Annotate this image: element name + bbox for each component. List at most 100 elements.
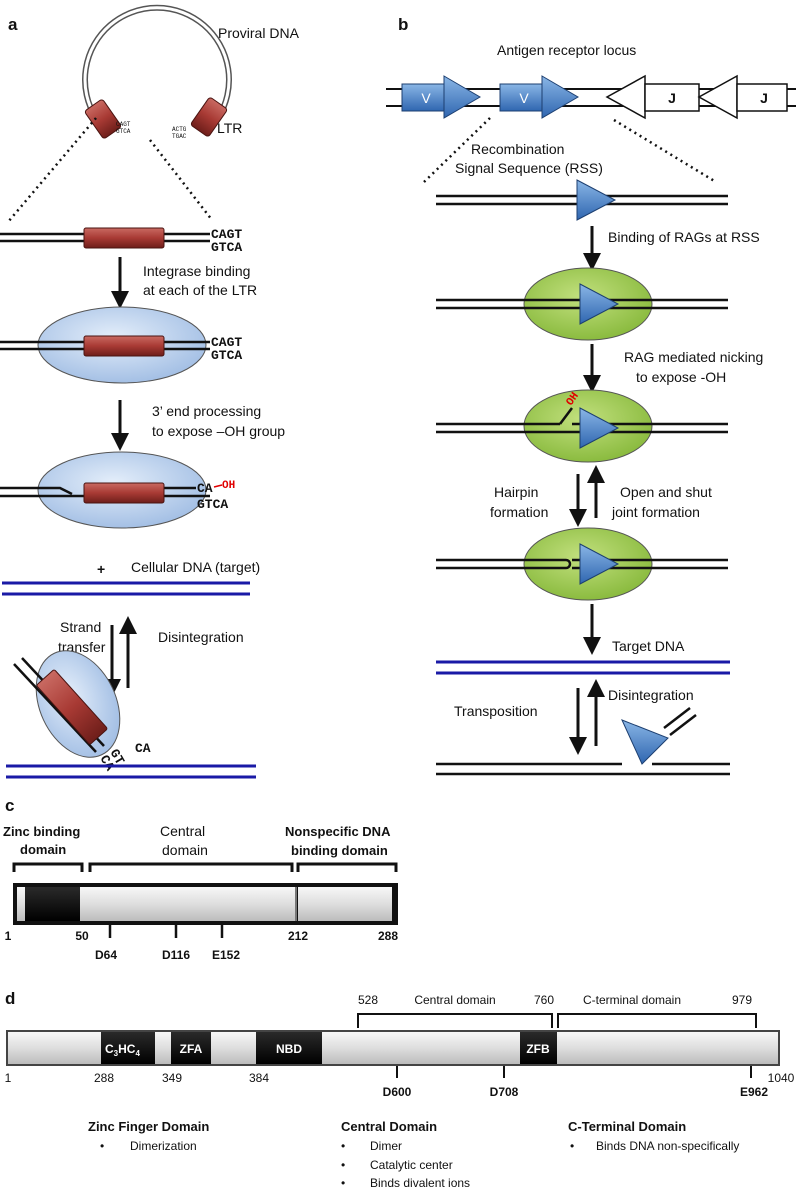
zinc-bracket <box>12 862 84 872</box>
c3hc4-domain <box>101 1032 155 1064</box>
bullet: • <box>341 1176 345 1189</box>
legend-zinc-title: Zinc Finger Domain <box>88 1119 209 1134</box>
hairpin-1: Hairpin <box>494 484 538 500</box>
central-c-1: Central <box>160 823 205 839</box>
d-cterm-label: C-terminal domain <box>583 993 681 1007</box>
legend-cterm-title: C-Terminal Domain <box>568 1119 686 1134</box>
a-step2-text-2: to expose –OH group <box>152 423 285 439</box>
bullet: • <box>100 1139 104 1153</box>
end-ca-1: CA <box>97 753 118 774</box>
j-segment-2: J <box>760 90 768 106</box>
residue-d600: D600 <box>383 1085 412 1099</box>
legend-cterm-item: Binds DNA non-specifically <box>596 1139 739 1153</box>
b-disintegration-label: Disintegration <box>608 687 694 703</box>
bullet: • <box>570 1139 574 1153</box>
d-pos-528: 528 <box>358 993 378 1007</box>
transposed-rss <box>436 707 730 776</box>
zfb-label: ZFB <box>526 1042 550 1056</box>
zfa-domain <box>171 1032 211 1064</box>
ltr-left-seq-bottom: GTCA <box>116 128 131 135</box>
v-segment-2: V <box>519 90 529 106</box>
ltr-left-seq-top: CAGT <box>116 121 131 128</box>
b-step2-text-1: RAG mediated nicking <box>624 349 763 365</box>
a-step2-text-1: 3’ end processing <box>152 403 261 419</box>
central-domain-block <box>80 887 296 921</box>
legend-zinc-finger: Zinc Finger Domain • Dimerization <box>88 1119 209 1153</box>
ltr-left-box <box>84 99 122 139</box>
d-pos-384: 384 <box>249 1071 269 1085</box>
rag-hairpin <box>436 527 728 601</box>
panel-b-label: b <box>398 15 408 34</box>
d-central-label: Central domain <box>414 993 495 1007</box>
panel-c-label: c <box>5 796 14 815</box>
d-central-bracket <box>357 1013 553 1028</box>
strand-transfer-1: Strand <box>60 619 101 635</box>
cellular-dna-label: Cellular DNA (target) <box>131 559 260 575</box>
d-pos-1: 1 <box>5 1071 12 1085</box>
legend-central: Central Domain • Dimer • Catalytic cente… <box>341 1119 470 1189</box>
ltr-right-box <box>190 97 228 137</box>
target-dna-label: Target DNA <box>612 638 685 654</box>
a-step1-text-2: at each of the LTR <box>143 282 257 298</box>
plus-sign: + <box>97 561 105 577</box>
step1-seq-bottom: GTCA <box>211 240 242 255</box>
nonspecific-1: Nonspecific DNA <box>285 824 391 839</box>
j-segment-1: J <box>668 90 676 106</box>
central-c-bracket <box>88 862 294 872</box>
d-pos-288: 288 <box>94 1071 114 1085</box>
ltr-right-seq-top: ACTG <box>172 126 187 133</box>
step2-seq-top: CAGT <box>211 335 242 350</box>
ltr-right-seq-bottom: TGAC <box>172 133 187 140</box>
legend-central-title: Central Domain <box>341 1119 437 1134</box>
nbd-domain <box>256 1032 322 1064</box>
rag-nicked: OH <box>436 389 728 463</box>
nbd-label: NBD <box>276 1042 302 1056</box>
integrated-complex: GT CA CA <box>13 650 151 774</box>
panel-a-label: a <box>8 15 18 34</box>
residue-d64: D64 <box>95 948 117 962</box>
d-pos-979: 979 <box>732 993 752 1007</box>
c-pos-50: 50 <box>75 929 89 943</box>
zinc-domain-block <box>25 887 80 921</box>
panel-a: a CAGT GTCA ACTG TGAC Proviral DNA LTR C… <box>0 4 300 779</box>
c-pos-212: 212 <box>288 929 308 943</box>
rag-bound <box>436 267 728 341</box>
legend-central-item-2: Catalytic center <box>370 1158 453 1172</box>
antigen-receptor-locus: V V J J <box>386 74 796 120</box>
step3-oh: OH <box>222 480 235 492</box>
residue-e152: E152 <box>212 948 240 962</box>
zinc-binding-1: Zinc binding <box>3 824 80 839</box>
zfb-domain <box>520 1032 557 1064</box>
a-disintegration-label: Disintegration <box>158 629 244 645</box>
panel-b: b Antigen receptor locus V V J J Recombi… <box>386 15 796 776</box>
residue-d116: D116 <box>162 948 190 962</box>
open-shut-1: Open and shut <box>620 484 712 500</box>
legend-zinc-item: Dimerization <box>130 1139 197 1153</box>
nonspecific-bracket <box>296 862 398 872</box>
zfa-label: ZFA <box>180 1042 203 1056</box>
step2-seq-bottom: GTCA <box>211 348 242 363</box>
a-step1-text-1: Integrase binding <box>143 263 250 279</box>
hairpin-2: formation <box>490 504 548 520</box>
c-pos-288: 288 <box>378 929 398 943</box>
bullet: • <box>341 1139 345 1153</box>
c-pos-1: 1 <box>5 929 12 943</box>
residue-e962: E962 <box>740 1085 768 1099</box>
processed-step3: CA OH GTCA <box>0 451 235 529</box>
v-segment-1: V <box>421 90 431 106</box>
d-pos-349: 349 <box>162 1071 182 1085</box>
integrase-bound-step2: CAGT GTCA <box>0 306 242 384</box>
central-c-2: domain <box>162 842 208 858</box>
panel-d-label: d <box>5 989 15 1008</box>
legend-central-item-3: Binds divalent ions <box>370 1176 470 1189</box>
proviral-dna-label: Proviral DNA <box>218 25 300 41</box>
bullet: • <box>341 1158 345 1172</box>
rss-label-1: Recombination <box>471 141 564 157</box>
d-cterm-bracket <box>557 1013 757 1028</box>
locus-label: Antigen receptor locus <box>497 42 636 58</box>
step3-seq-bottom: GTCA <box>197 497 228 512</box>
residue-d708: D708 <box>490 1085 519 1099</box>
legend-cterm: C-Terminal Domain • Binds DNA non-specif… <box>568 1119 739 1153</box>
zinc-binding-2: domain <box>20 842 66 857</box>
